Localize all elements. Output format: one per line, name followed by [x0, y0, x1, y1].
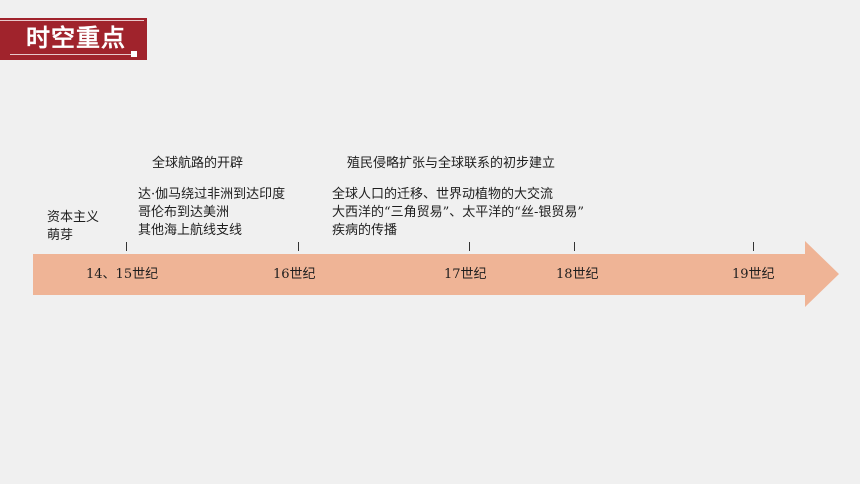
tick-19 [753, 242, 754, 251]
timeline-arrow-shape [33, 241, 839, 307]
banner-square-mark [131, 51, 137, 57]
banner-top-line [0, 20, 144, 21]
capitalism-label-line: 资本主义 [47, 210, 100, 225]
capitalism-sprout-label: 资本主义 萌芽 [47, 209, 99, 245]
route-event: 哥伦布到达美洲 [138, 205, 230, 220]
expansion-event: 大西洋的“三角贸易”、太平洋的“丝-银贸易” [332, 205, 584, 220]
heading-route-opening: 全球航路的开辟 [152, 156, 244, 171]
century-label-19: 19世纪 [732, 267, 775, 282]
expansion-event: 疾病的传播 [332, 223, 398, 238]
slide-title: 时空重点 [26, 24, 126, 52]
expansion-event: 全球人口的迁移、世界动植物的大交流 [332, 187, 554, 202]
century-label-16: 16世纪 [273, 267, 316, 282]
route-event: 达·伽马绕过非洲到达印度 [138, 187, 286, 202]
expansion-events-list: 全球人口的迁移、世界动植物的大交流 大西洋的“三角贸易”、太平洋的“丝-银贸易”… [332, 186, 584, 240]
timeline-arrow [33, 241, 839, 307]
heading-colonial-expansion: 殖民侵略扩张与全球联系的初步建立 [347, 156, 556, 171]
century-label-18: 18世纪 [556, 267, 599, 282]
tick-16 [298, 242, 299, 251]
route-events-list: 达·伽马绕过非洲到达印度 哥伦布到达美洲 其他海上航线支线 [138, 186, 285, 240]
century-label-17: 17世纪 [444, 267, 487, 282]
tick-14-15 [126, 242, 127, 251]
capitalism-label-line: 萌芽 [47, 228, 74, 243]
title-banner: 时空重点 [0, 18, 147, 60]
tick-17 [469, 242, 470, 251]
tick-18 [574, 242, 575, 251]
banner-bottom-line [10, 54, 132, 55]
route-event: 其他海上航线支线 [138, 223, 243, 238]
century-label-14-15: 14、15世纪 [86, 267, 159, 282]
